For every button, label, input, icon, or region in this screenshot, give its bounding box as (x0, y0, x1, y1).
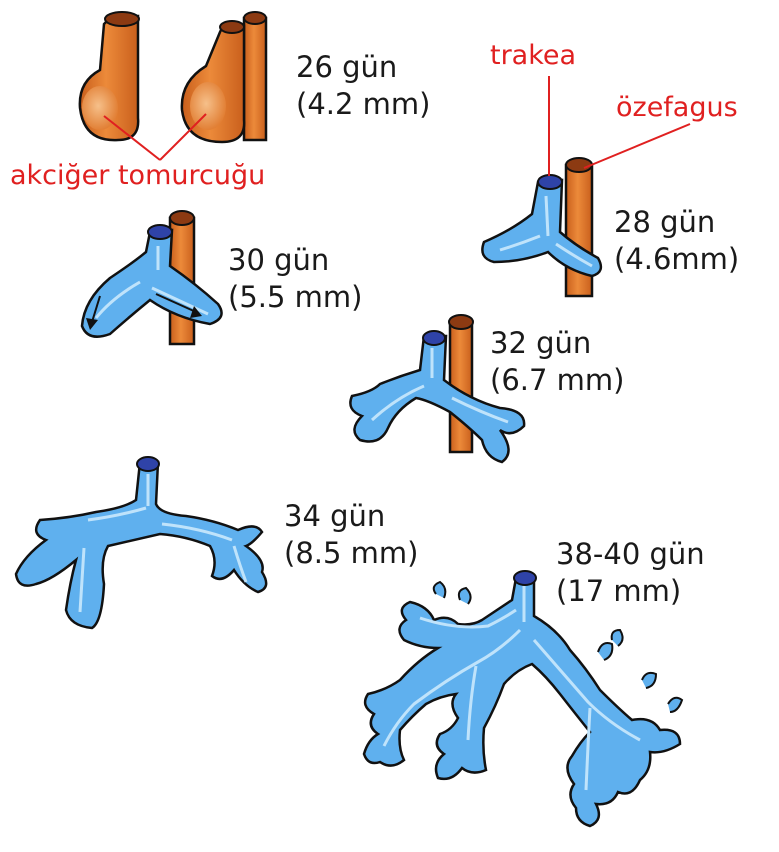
stage-26-illustration (80, 12, 266, 160)
stage-26-day: 26 gün (296, 50, 397, 84)
stage-28-size: (4.6mm) (614, 242, 739, 276)
stage-32-size: (6.7 mm) (490, 363, 624, 397)
lung-bud-annotation: akciğer tomurcuğu (10, 160, 265, 192)
stage-38-40-illustration (364, 571, 682, 826)
stage-38-40-size: (17 mm) (556, 574, 681, 608)
stage-30-day: 30 gün (228, 243, 329, 277)
stage-34-day: 34 gün (284, 499, 385, 533)
stage-30-illustration (82, 211, 222, 344)
stage-34-illustration (16, 457, 266, 628)
stage-30-size: (5.5 mm) (228, 280, 362, 314)
stage-28-day: 28 gün (614, 205, 715, 239)
stage-34-size: (8.5 mm) (284, 536, 418, 570)
trachea-annotation: trakea (490, 40, 576, 72)
stage-26-size: (4.2 mm) (296, 87, 430, 121)
stage-32-day: 32 gün (490, 326, 591, 360)
esophagus-annotation: özefagus (616, 92, 738, 124)
stage-38-40-day: 38-40 gün (556, 537, 705, 571)
